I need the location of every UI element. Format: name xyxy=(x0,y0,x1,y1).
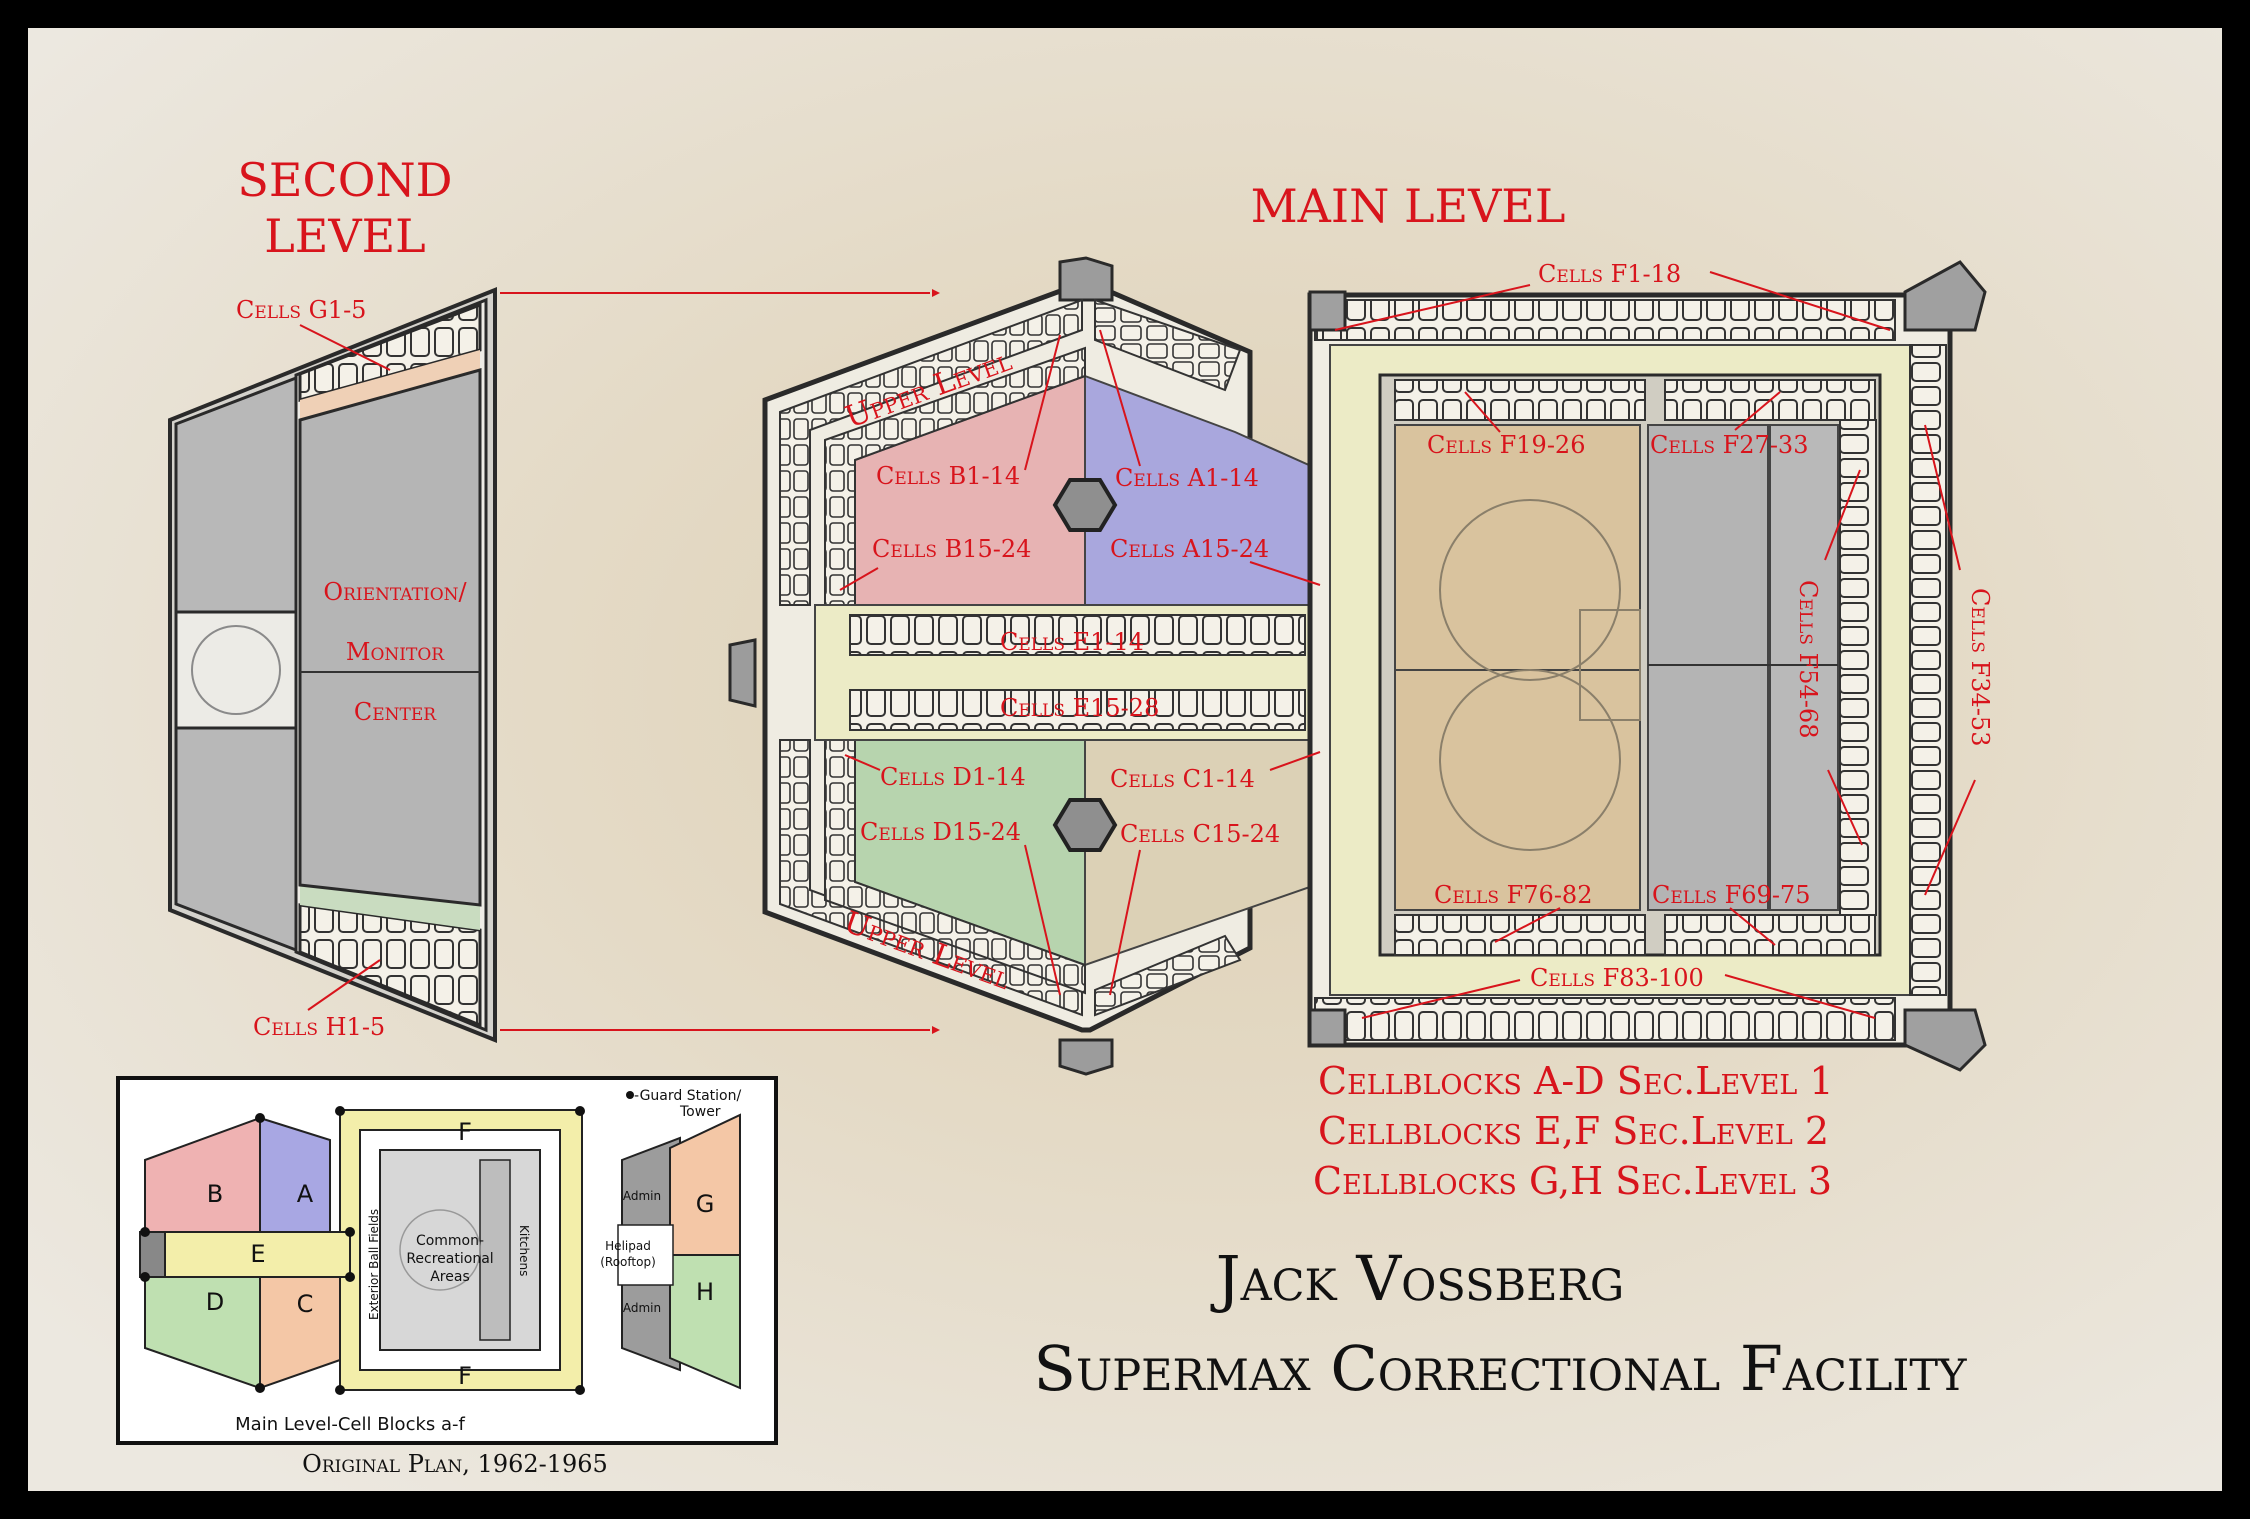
inset-label-helipad-line1: Helipad xyxy=(605,1239,651,1253)
guard-hub-top xyxy=(1052,478,1118,532)
cells-f34-53-column xyxy=(1909,344,1947,996)
inset-label-kitchens: Kitchens xyxy=(517,1225,531,1276)
second-level-title-line2: LEVEL xyxy=(264,209,425,263)
inset-label-g: G xyxy=(696,1190,715,1218)
common-area xyxy=(1647,424,1769,911)
label-cells-a15-24: Cells A15-24 xyxy=(1110,535,1269,563)
label-cells-b1-14: Cells B1-14 xyxy=(876,462,1020,490)
cells-f69-75-row xyxy=(1664,914,1876,956)
orientation-center-line3: Center xyxy=(354,698,437,726)
inset-label-f-bottom: F xyxy=(458,1362,472,1390)
label-cells-f34-53: Cells F34-53 xyxy=(1966,588,1994,746)
label-cells-f69-75: Cells F69-75 xyxy=(1652,881,1810,909)
inset-caption: Main Level-Cell Blocks a-f xyxy=(235,1414,465,1435)
label-cells-e1-14: Cells E1-14 xyxy=(1000,628,1144,656)
inset-guard-legend-line1: -Guard Station/ xyxy=(634,1088,741,1104)
inset-below-caption: Original Plan, 1962-1965 xyxy=(302,1450,608,1478)
cells-f54-68-column xyxy=(1839,419,1877,916)
inset-label-common-line2: Recreational xyxy=(406,1251,493,1267)
guard-tower-f-topleft xyxy=(1308,290,1347,332)
label-cells-f76-82: Cells F76-82 xyxy=(1434,881,1592,909)
cells-f1-18-row xyxy=(1314,299,1896,341)
second-level-plan xyxy=(168,287,497,1043)
inset-label-f-top: F xyxy=(458,1118,472,1146)
inset-label-a: A xyxy=(297,1180,314,1208)
cells-f76-82-row xyxy=(1394,914,1646,956)
label-cells-d15-24: Cells D15-24 xyxy=(860,818,1021,846)
inset-label-c: C xyxy=(297,1290,314,1318)
guard-tower-f-bottomright xyxy=(1903,1008,1987,1072)
cells-f19-26-row xyxy=(1394,379,1646,421)
label-cells-d1-14: Cells D1-14 xyxy=(880,763,1026,791)
kitchen-area xyxy=(1769,424,1839,911)
inset-label-b: B xyxy=(207,1180,223,1208)
inset-label-admin-bottom: Admin xyxy=(623,1301,661,1315)
label-cells-g1-5: Cells G1-5 xyxy=(236,296,366,324)
security-level-line1: Cellblocks A-D Sec.Level 1 xyxy=(1318,1059,1834,1103)
guard-tower-left xyxy=(728,638,757,708)
orientation-center-line2: Monitor xyxy=(346,638,445,666)
ball-field-bottom xyxy=(1394,669,1641,911)
label-cells-h1-5: Cells H1-5 xyxy=(253,1013,385,1041)
inset-label-h: H xyxy=(696,1278,714,1306)
inset-label-ball-fields: Exterior Ball Fields xyxy=(367,1209,381,1320)
label-cells-f19-26: Cells F19-26 xyxy=(1427,431,1585,459)
label-cells-a1-14: Cells A1-14 xyxy=(1115,464,1259,492)
label-cells-f1-18: Cells F1-18 xyxy=(1538,260,1681,288)
orientation-center-line1: Orientation/ xyxy=(323,578,467,606)
cells-f27-33-row xyxy=(1664,379,1876,421)
second-level-title-line1: SECOND xyxy=(237,153,452,207)
label-cells-c1-14: Cells C1-14 xyxy=(1110,765,1255,793)
main-level-title: MAIN LEVEL xyxy=(1251,179,1566,233)
ball-field-top xyxy=(1394,424,1641,671)
inset-guard-legend-line2: Tower xyxy=(679,1104,721,1120)
guard-hub-bottom xyxy=(1052,798,1118,852)
label-cells-b15-24: Cells B15-24 xyxy=(872,535,1031,563)
cells-e15-28-row xyxy=(849,689,1306,731)
inset-label-admin-top: Admin xyxy=(623,1189,661,1203)
original-plan-inset xyxy=(116,1076,778,1445)
cells-f83-100-row xyxy=(1314,997,1896,1041)
title-line2: Supermax Correctional Facility xyxy=(1034,1332,1968,1405)
label-cells-e15-28: Cells E15-28 xyxy=(1000,694,1159,722)
title-line1: Jack Vossberg xyxy=(1210,1242,1625,1315)
inset-label-helipad-line2: (Rooftop) xyxy=(600,1255,656,1269)
guard-tower-bottom xyxy=(1058,1038,1114,1076)
label-cells-c15-24: Cells C15-24 xyxy=(1120,820,1280,848)
label-cells-f83-100: Cells F83-100 xyxy=(1530,964,1704,992)
guard-tower-top xyxy=(1058,256,1114,302)
security-level-line2: Cellblocks E,F Sec.Level 2 xyxy=(1318,1109,1829,1153)
inset-label-d: D xyxy=(206,1288,224,1316)
inset-label-common-line3: Areas xyxy=(430,1269,470,1285)
security-level-line3: Cellblocks G,H Sec.Level 3 xyxy=(1313,1159,1832,1203)
inset-label-common-line1: Common- xyxy=(416,1233,484,1249)
cells-e1-14-row xyxy=(849,614,1306,656)
inset-label-e: E xyxy=(250,1240,265,1268)
guard-tower-f-bottomleft xyxy=(1308,1008,1347,1047)
cells-h-block xyxy=(298,903,482,1028)
main-level-plan xyxy=(728,256,1987,1076)
label-cells-f27-33: Cells F27-33 xyxy=(1650,431,1808,459)
guard-tower-f-topright xyxy=(1903,260,1987,332)
label-cells-f54-68: Cells F54-68 xyxy=(1794,580,1822,738)
